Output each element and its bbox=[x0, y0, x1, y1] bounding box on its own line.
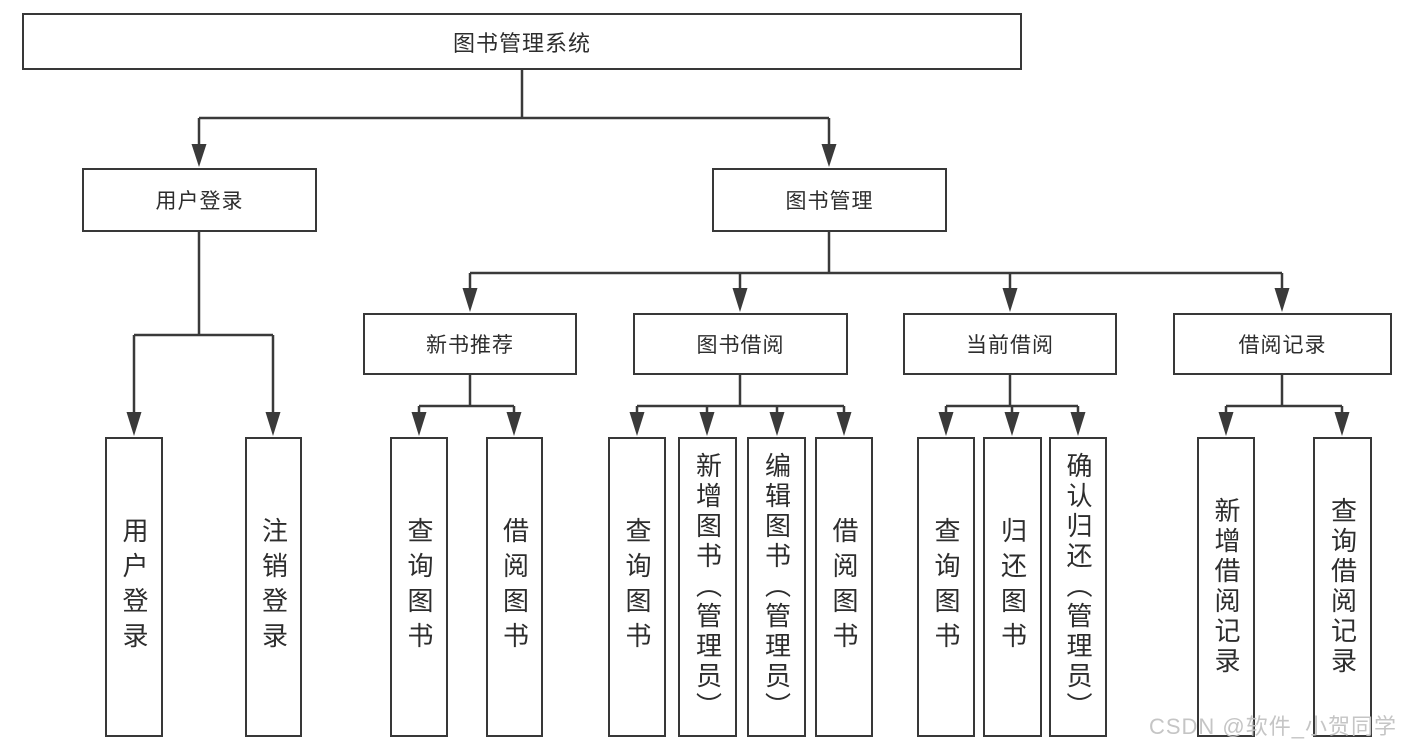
node-new-book-recommend-label: 新书推荐 bbox=[426, 334, 514, 357]
node-user-login-label: 用户登录 bbox=[155, 190, 244, 213]
arrowhead-icon bbox=[836, 412, 852, 436]
leaf-query-books-1-label: 查询图书 bbox=[404, 517, 434, 657]
leaf-query-books-3: 查询图书 bbox=[917, 437, 975, 737]
connector-borrow-records-to-leaves bbox=[1218, 375, 1350, 436]
leaf-query-borrow-record: 查询借阅记录 bbox=[1313, 437, 1372, 737]
leaf-add-borrow-record: 新增借阅记录 bbox=[1197, 437, 1255, 737]
arrowhead-icon bbox=[821, 144, 837, 167]
arrowhead-icon bbox=[1334, 412, 1350, 436]
node-book-borrowing: 图书借阅 bbox=[633, 313, 848, 375]
leaf-add-book-admin-label: 新增图书（管理员） bbox=[692, 452, 723, 722]
leaf-add-book-admin: 新增图书（管理员） bbox=[678, 437, 737, 737]
node-user-login: 用户登录 bbox=[82, 168, 317, 232]
leaf-user-login-label: 用户登录 bbox=[119, 517, 149, 657]
leaf-add-borrow-record-label: 新增借阅记录 bbox=[1211, 497, 1241, 677]
arrowhead-icon bbox=[732, 288, 748, 312]
arrowhead-icon bbox=[769, 412, 785, 436]
arrowhead-icon bbox=[1274, 288, 1290, 312]
leaf-logout: 注销登录 bbox=[245, 437, 302, 737]
connector-book-management-to-level3 bbox=[462, 232, 1290, 312]
leaf-edit-book-admin-label: 编辑图书（管理员） bbox=[761, 452, 792, 722]
node-borrow-records: 借阅记录 bbox=[1173, 313, 1392, 375]
leaf-borrow-books-2-label: 借阅图书 bbox=[829, 517, 859, 657]
arrowhead-icon bbox=[1002, 288, 1018, 312]
arrowhead-icon bbox=[938, 412, 954, 436]
leaf-confirm-return-admin-label: 确认归还（管理员） bbox=[1063, 452, 1093, 722]
leaf-logout-label: 注销登录 bbox=[258, 517, 289, 657]
leaf-query-books-3-label: 查询图书 bbox=[931, 517, 961, 657]
node-borrow-records-label: 借阅记录 bbox=[1238, 334, 1327, 357]
node-book-borrowing-label: 图书借阅 bbox=[696, 334, 785, 357]
arrowhead-icon bbox=[506, 412, 522, 436]
leaf-return-books-label: 归还图书 bbox=[997, 517, 1028, 657]
leaf-query-borrow-record-label: 查询借阅记录 bbox=[1327, 497, 1358, 677]
leaf-edit-book-admin: 编辑图书（管理员） bbox=[747, 437, 806, 737]
node-current-borrowing-label: 当前借阅 bbox=[966, 334, 1054, 357]
arrowhead-icon bbox=[411, 412, 427, 436]
leaf-confirm-return-admin: 确认归还（管理员） bbox=[1049, 437, 1107, 737]
leaf-user-login: 用户登录 bbox=[105, 437, 163, 737]
arrowhead-icon bbox=[462, 288, 478, 312]
node-book-management: 图书管理 bbox=[712, 168, 947, 232]
node-new-book-recommend: 新书推荐 bbox=[363, 313, 577, 375]
leaf-borrow-books-1-label: 借阅图书 bbox=[499, 517, 530, 657]
arrowhead-icon bbox=[126, 412, 142, 436]
watermark: CSDN @软件_小贺同学 bbox=[1148, 714, 1397, 739]
leaf-query-books-1: 查询图书 bbox=[390, 437, 448, 737]
leaf-borrow-books-1: 借阅图书 bbox=[486, 437, 543, 737]
node-root-label: 图书管理系统 bbox=[452, 30, 591, 56]
arrowhead-icon bbox=[1004, 412, 1020, 436]
arrowhead-icon bbox=[265, 412, 281, 436]
leaf-query-books-2-label: 查询图书 bbox=[622, 517, 652, 657]
node-book-management-label: 图书管理 bbox=[785, 190, 874, 213]
connector-root-to-level2 bbox=[191, 70, 837, 167]
connector-new-book-recommend-to-leaves bbox=[411, 375, 522, 436]
arrowhead-icon bbox=[191, 144, 207, 167]
connector-book-borrowing-to-leaves bbox=[629, 375, 852, 436]
node-current-borrowing: 当前借阅 bbox=[903, 313, 1117, 375]
node-root: 图书管理系统 bbox=[22, 13, 1022, 70]
connector-current-borrowing-to-leaves bbox=[938, 375, 1086, 436]
arrowhead-icon bbox=[1070, 412, 1086, 436]
leaf-return-books: 归还图书 bbox=[983, 437, 1042, 737]
arrowhead-icon bbox=[699, 412, 715, 436]
arrowhead-icon bbox=[629, 412, 645, 436]
connector-user-login-to-leaves bbox=[126, 232, 281, 436]
leaf-borrow-books-2: 借阅图书 bbox=[815, 437, 873, 737]
arrowhead-icon bbox=[1218, 412, 1234, 436]
leaf-query-books-2: 查询图书 bbox=[608, 437, 666, 737]
